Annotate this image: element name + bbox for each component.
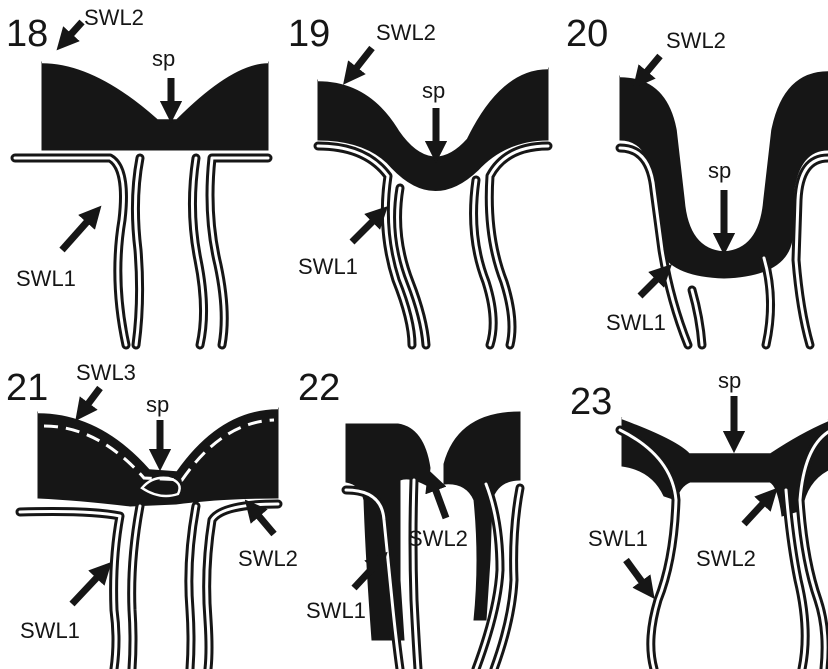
label-sp: sp [718, 368, 741, 393]
label-swl1: SWL1 [20, 618, 80, 643]
arrow-swl3 [82, 388, 100, 412]
lateral-wall-left [20, 506, 140, 669]
arrow-swl1 [62, 214, 94, 250]
arrow-swl1 [352, 214, 380, 242]
label-sp: sp [146, 392, 169, 417]
panel-18: 18 SWL2 sp SWL1 [6, 5, 268, 345]
lateral-wall-right [189, 504, 278, 669]
panel-number: 21 [6, 367, 48, 409]
label-swl2: SWL2 [84, 5, 144, 30]
arrow-swl2 [252, 508, 274, 534]
panel-number: 19 [288, 13, 330, 55]
label-swl2: SWL2 [408, 526, 468, 551]
arrow-swl2 [350, 48, 372, 76]
arrow-swl1 [640, 272, 664, 296]
septal-mass [42, 62, 268, 150]
arrow-swl2 [744, 496, 770, 524]
arrow-swl2 [64, 22, 82, 42]
label-swl2: SWL2 [238, 546, 298, 571]
label-sp: sp [708, 158, 731, 183]
panel-number: 20 [566, 13, 608, 55]
panel-22: 22 SWL2 SWL1 [298, 367, 520, 669]
label-swl2: SWL2 [696, 546, 756, 571]
arrow-swl2 [432, 480, 446, 518]
label-swl1: SWL1 [16, 266, 76, 291]
label-swl1: SWL1 [606, 310, 666, 335]
panel-19: 19 SWL2 sp SWL1 [288, 13, 548, 345]
arrow-swl1 [72, 570, 104, 604]
septal-mass-right [444, 412, 520, 620]
label-sp: sp [152, 46, 175, 71]
panel-number: 23 [570, 381, 612, 423]
panel-number: 22 [298, 367, 340, 409]
panel-number: 18 [6, 13, 48, 55]
label-swl1: SWL1 [306, 598, 366, 623]
panel-23: 23 sp SWL1 SWL2 [570, 368, 828, 669]
arrow-swl2 [640, 56, 660, 80]
lateral-wall-right [192, 158, 268, 345]
label-sp: sp [422, 78, 445, 103]
panel-21: 21 SWL3 sp SWL1 SWL2 [6, 360, 298, 669]
panel-20: 20 SWL2 sp SWL1 [566, 13, 828, 345]
arrow-swl1 [626, 560, 648, 590]
label-swl3: SWL3 [76, 360, 136, 385]
lateral-wall-right [474, 146, 548, 345]
label-swl1: SWL1 [588, 526, 648, 551]
label-swl1: SWL1 [298, 254, 358, 279]
label-swl2: SWL2 [376, 20, 436, 45]
lateral-wall-left [15, 158, 140, 345]
label-swl2: SWL2 [666, 28, 726, 53]
